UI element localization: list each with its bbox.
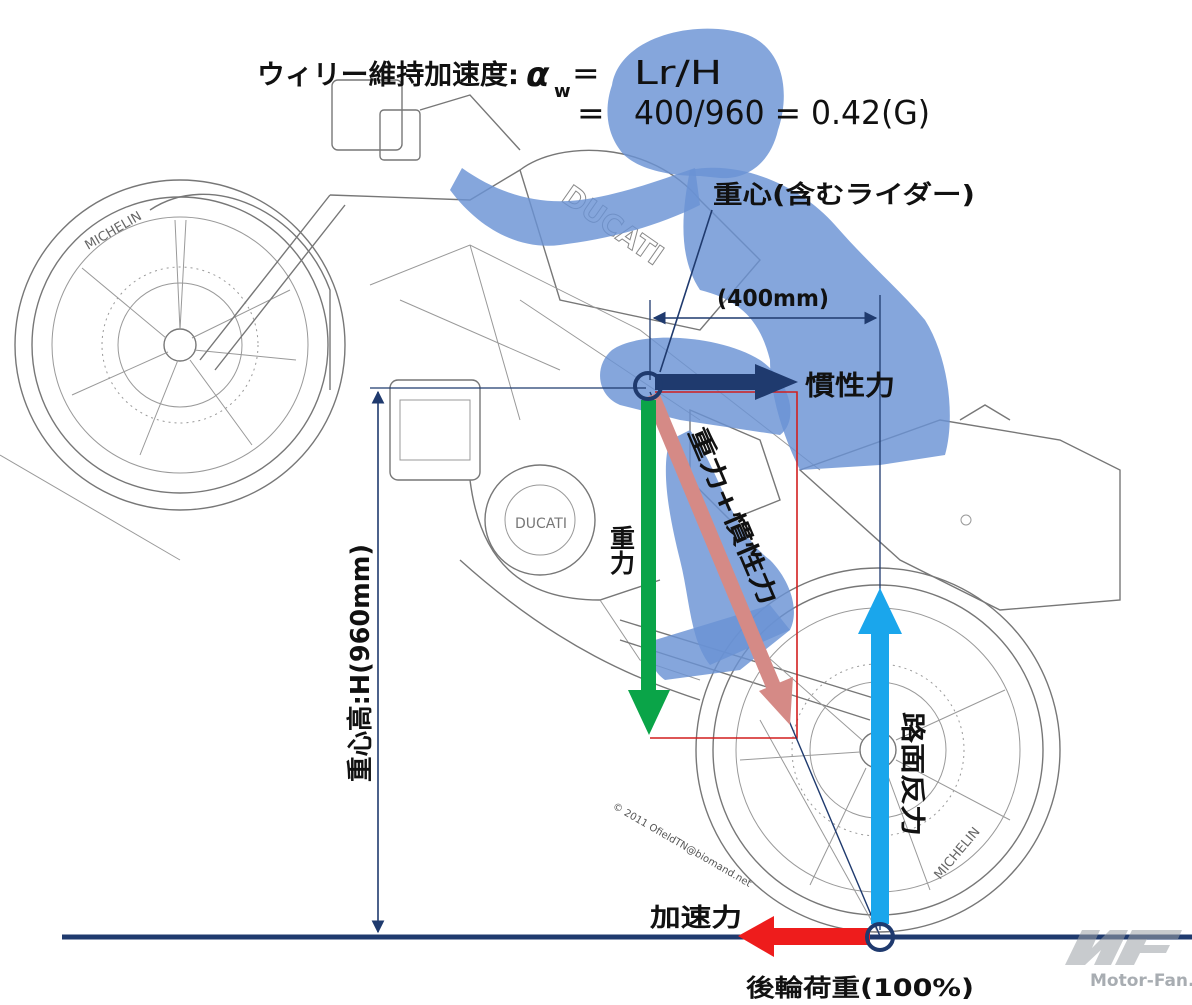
road-reaction-label: 路面反力 <box>898 712 927 836</box>
rider-arm <box>450 168 700 246</box>
formula-alpha-subscript: w <box>554 81 571 102</box>
cg-leader-line <box>659 209 713 373</box>
cg-marker <box>633 371 663 401</box>
front-tire-brand: MICHELIN <box>83 209 145 253</box>
formula-title: ウィリー維持加速度: <box>257 59 519 91</box>
rider-helmet <box>607 28 784 179</box>
acceleration-arrow <box>738 916 870 957</box>
rear-wheel-load-label: 後輪荷重(100%) <box>746 974 974 1002</box>
copyright-notice: © 2011 OfieldTN@biomand.net <box>611 801 754 890</box>
force-diagram <box>62 209 1192 957</box>
watermark: Motor-Fan.jp <box>1065 930 1192 991</box>
road-reaction-arrow <box>858 588 902 924</box>
force-resolution-box <box>650 391 798 739</box>
formula-expression-1: Lr/H <box>634 53 722 92</box>
front-wheel: MICHELIN <box>14 179 346 511</box>
formula-equals-1: = <box>572 53 600 92</box>
formula-alpha: α <box>526 55 550 95</box>
acceleration-force-label: 加速力 <box>649 903 742 932</box>
formula: ウィリー維持加速度: α w = Lr/H = 400/960 = 0.42(G… <box>257 53 930 132</box>
watermark-logo-mark <box>1065 930 1182 965</box>
inertia-force-label: 慣性力 <box>805 371 895 402</box>
inertia-force-arrow <box>655 364 798 400</box>
formula-equals-2: = <box>577 93 605 132</box>
contact-point-marker <box>865 922 895 952</box>
watermark-text: Motor-Fan.jp <box>1090 971 1192 991</box>
cg-height-label: 重心高:H(960mm) <box>345 544 376 782</box>
background-guide-line <box>0 454 181 561</box>
resultant-force-arrow <box>645 392 793 725</box>
gravity-label: 重力 <box>607 525 636 576</box>
gravity-arrow <box>628 400 670 735</box>
cg-label: 重心(含むライダー) <box>713 180 975 209</box>
lr-dimension-label: (400mm) <box>717 286 829 312</box>
engine-brand: DUCATI <box>515 516 567 532</box>
formula-expression-2: 400/960 = 0.42(G) <box>634 93 930 132</box>
